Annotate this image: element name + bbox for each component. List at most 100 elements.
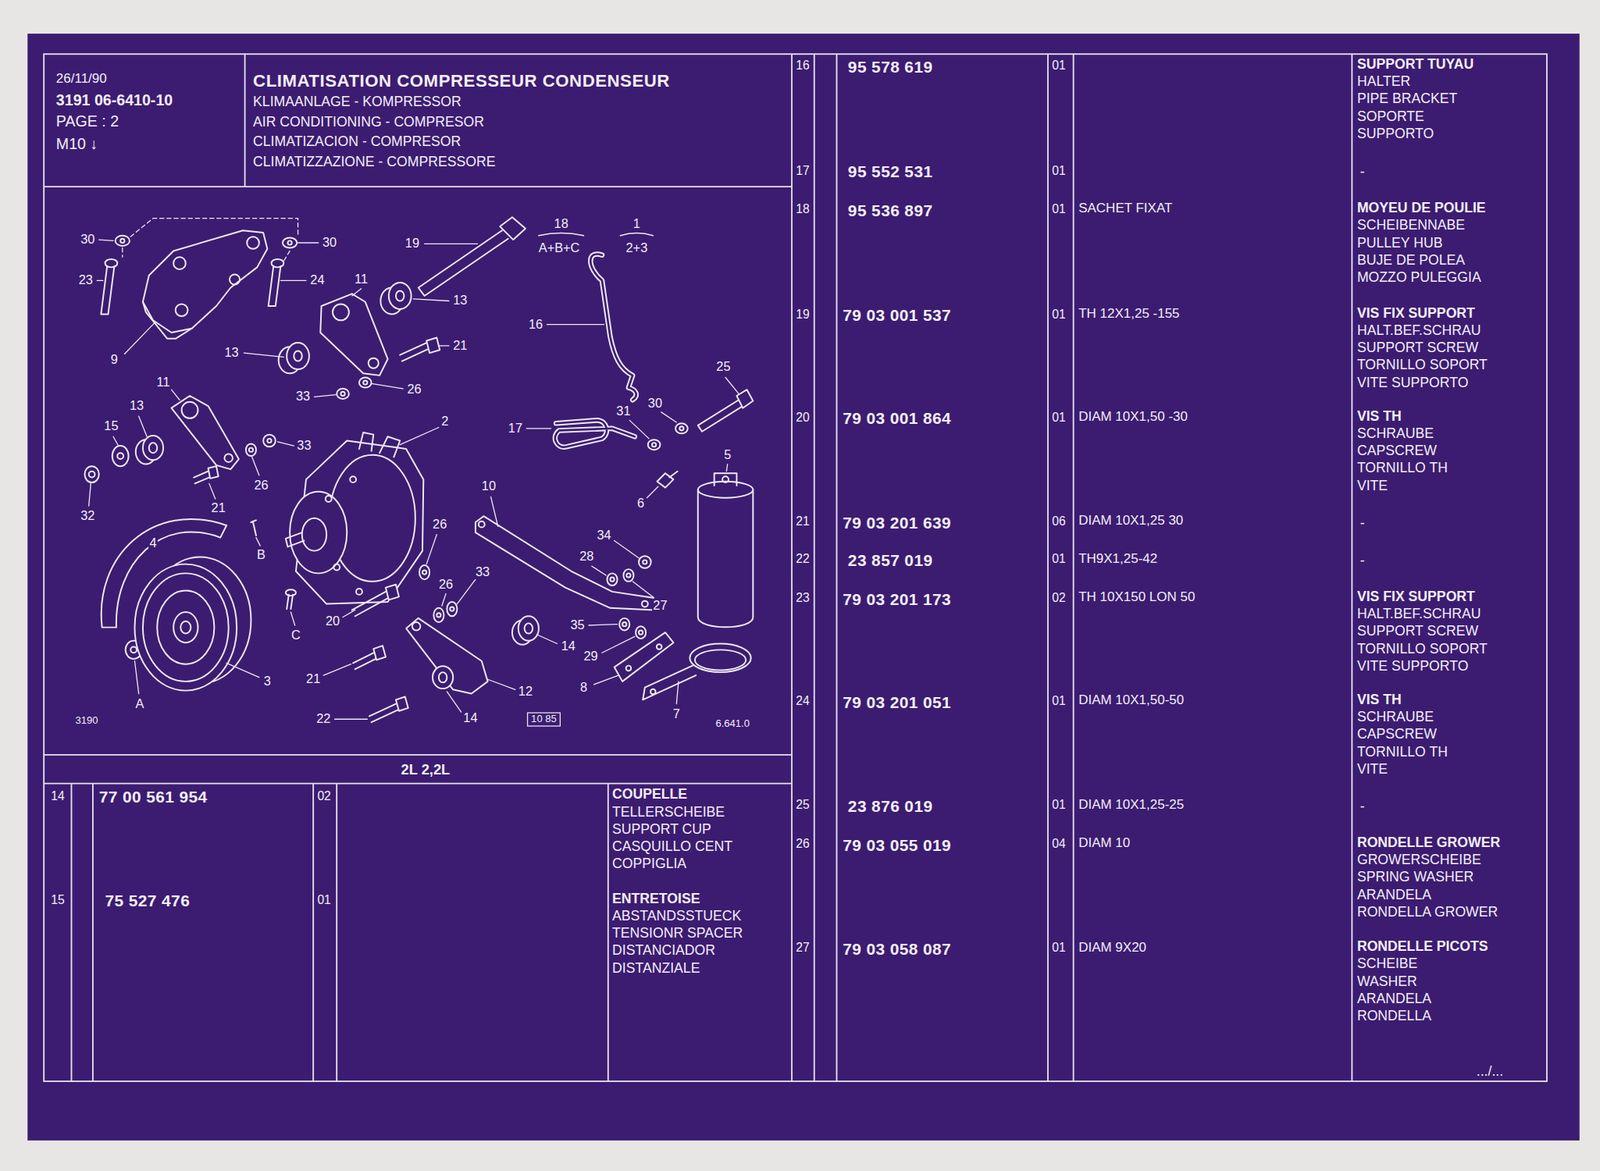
part-description: RONDELLE GROWER [1357,834,1501,851]
washers-27-35 [606,555,651,639]
callout-number: 31 [615,403,632,419]
small-hardware [89,471,96,478]
table-grid [43,783,792,785]
quantity: 02 [317,790,331,805]
callout-number: 11 [353,272,370,288]
small-hardware [208,466,219,479]
part-description: TELLERSCHEIBE [612,804,725,820]
leader-lines [725,377,739,394]
table-grid [836,53,838,1082]
part-description: ENTRETOISE [612,890,700,907]
callout-number: 19 [404,236,421,252]
part-number: 23 876 019 [848,798,934,817]
callout-number: 11 [155,375,172,391]
callout-number: 29 [582,649,599,665]
switch-6 [669,471,678,478]
pulley-3 [142,573,229,682]
part-description: MOYEU DE POULIE [1357,199,1486,216]
washers-30 [115,235,298,249]
part-description: CASQUILLO CENT [612,838,733,855]
part-description: SOPORTE [1357,108,1425,125]
callout-number: 2 [440,413,450,429]
washers-27-35 [606,573,617,586]
callout-number: 15 [103,419,120,435]
links-11 [368,358,379,369]
leader-lines [171,389,180,400]
part-number: 79 03 001 537 [842,306,952,326]
part-description: SUPPORT SCREW [1357,623,1479,640]
part-description: PULLEY HUB [1357,235,1443,251]
leader-lines [546,324,604,325]
leader-lines [438,345,449,346]
part-description: CAPSCREW [1357,442,1437,459]
quantity: 01 [1051,59,1066,74]
small-hardware [359,377,372,388]
leader-lines [226,662,260,678]
leader-lines [342,609,356,617]
brace-10 [641,601,649,608]
small-hardware [193,471,210,485]
part-description: RONDELLA GROWER [1357,904,1498,920]
small-hardware [426,338,440,354]
part-number: 79 03 058 087 [842,940,952,960]
bolt-20-washers [446,602,457,617]
bolt-20-washers [433,608,444,623]
small-hardware [340,391,345,396]
part-description: HALTER [1357,73,1411,90]
small-hardware [130,646,137,653]
pulley-3 [134,556,251,691]
leader-lines [399,427,439,446]
bolts-23-24 [100,259,284,315]
link-12 [438,672,447,683]
quantity: 01 [1051,203,1066,218]
bushings-13 [135,282,412,465]
quantity: 01 [1051,798,1066,813]
brace-10 [475,516,656,610]
part-number: 79 03 001 864 [842,409,952,429]
pipes-16-17 [590,254,636,401]
callout-number: 25 [715,359,732,375]
compressor-2 [356,588,363,596]
leader-lines [124,322,155,355]
item-ref: 25 [795,798,809,813]
links-11 [224,453,232,462]
compressor-2 [285,432,424,605]
quantity: 01 [1051,164,1066,179]
clamp-7 [694,649,746,670]
callout-number: 9 [110,352,120,368]
part-number: 23 857 019 [848,552,934,571]
title-translation: CLIMATIZZAZIONE - COMPRESSORE [253,151,792,172]
bolt-25-washers [648,389,754,450]
washers-27-35 [642,559,647,564]
quantity: 01 [1051,694,1066,710]
bolts-21-22 [352,645,409,723]
callout-number: 33 [474,565,492,581]
part-number: 77 00 561 954 [99,788,208,808]
quantity: 01 [1051,308,1066,323]
compressor-2 [333,564,340,571]
clamp-7 [650,689,656,695]
leader-lines [290,612,295,626]
part-description: SCHEIBE [1357,956,1418,973]
part-number: 95 552 531 [848,163,934,182]
title-translation: AIR CONDITIONING - COMPRESOR [253,111,792,132]
part-spec: DIAM 10X1,25-25 [1078,797,1184,813]
table-grid [1047,53,1049,1082]
part-spec: TH9X1,25-42 [1078,551,1158,567]
part-description: - [1360,164,1365,181]
part-description: BUJE DE POLEA [1357,252,1465,268]
leader-lines [413,299,449,302]
table-grid [791,53,793,1082]
part-description: ARANDELA [1357,990,1432,1007]
part-description: HALT.BEF.SCHRAU [1357,605,1481,622]
quantity: 01 [1051,552,1066,567]
bolt-20-washers [422,570,427,574]
item-ref: 14 [50,790,65,805]
washers-27-35 [626,573,631,578]
small-hardware [250,520,257,536]
bolts-23-24 [100,266,115,314]
leader-lines [593,675,618,685]
small-hardware [249,448,254,453]
small-hardware [285,589,296,596]
table-grid [1072,53,1075,1082]
